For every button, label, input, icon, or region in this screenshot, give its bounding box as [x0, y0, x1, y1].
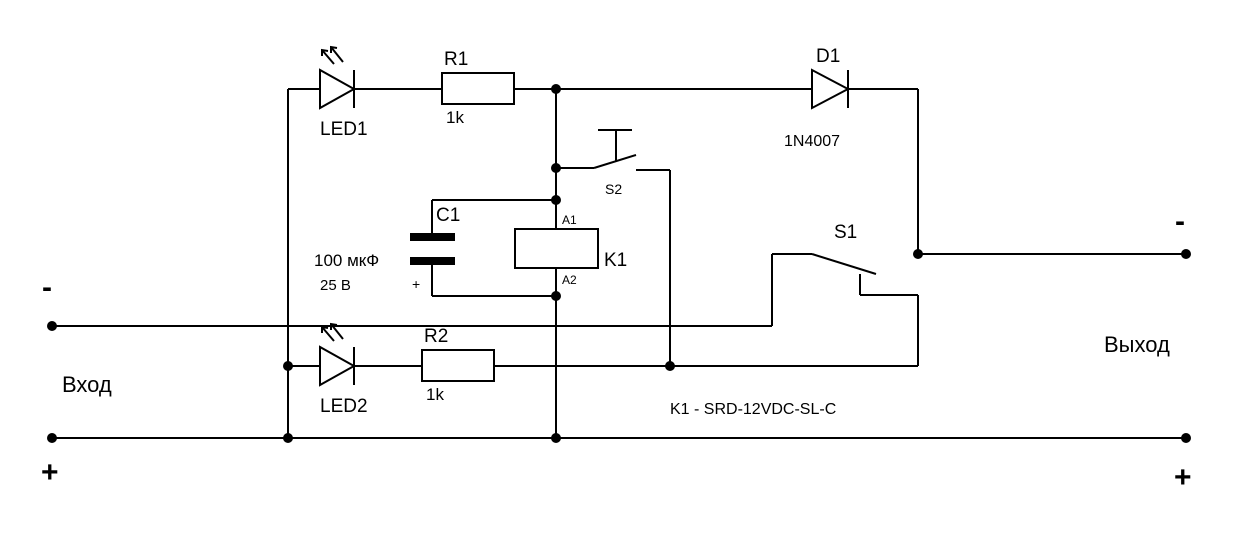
r2-symbol — [421, 349, 495, 382]
c1-symbol — [410, 233, 455, 265]
r1-value: 1k — [446, 108, 464, 127]
d1-symbol — [811, 68, 851, 110]
output-minus-sign: - — [1175, 205, 1185, 238]
r2-value: 1k — [426, 385, 444, 404]
r1-symbol — [441, 72, 515, 105]
led2-symbol — [319, 322, 357, 387]
c1-voltage: 25 В — [320, 277, 351, 294]
input-minus-terminal — [47, 321, 57, 331]
s2-label: S2 — [605, 181, 622, 197]
light-rays-icon — [321, 45, 344, 65]
k1-label: K1 — [604, 250, 627, 271]
k1-coil-symbol — [514, 228, 599, 269]
s2-symbol — [593, 129, 637, 169]
input-plus-sign: + — [41, 456, 59, 489]
relay-note: K1 - SRD-12VDC-SL-C — [670, 401, 836, 418]
c1-value: 100 мкФ — [314, 251, 379, 270]
light-rays-icon — [321, 322, 344, 342]
terminals — [47, 249, 1191, 443]
led1-symbol — [319, 45, 357, 110]
junction-dots — [283, 84, 923, 443]
output-label: Выход — [1104, 332, 1170, 357]
wires — [52, 88, 1186, 439]
led2-label: LED2 — [320, 396, 368, 417]
s1-symbol — [811, 253, 877, 275]
input-minus-sign: - — [42, 271, 52, 304]
output-minus-terminal — [1181, 249, 1191, 259]
r1-label: R1 — [444, 49, 468, 70]
r2-label: R2 — [424, 326, 448, 347]
c1-label: C1 — [436, 205, 460, 226]
d1-value: 1N4007 — [784, 133, 840, 150]
k1-pin-a2: A2 — [562, 273, 577, 287]
led1-label: LED1 — [320, 119, 368, 140]
input-label: Вход — [62, 372, 112, 397]
c1-plus-mark: + — [412, 276, 420, 292]
s1-label: S1 — [834, 222, 857, 243]
output-plus-terminal — [1181, 433, 1191, 443]
k1-pin-a1: A1 — [562, 213, 577, 227]
d1-label: D1 — [816, 46, 840, 67]
output-plus-sign: + — [1174, 461, 1192, 494]
input-plus-terminal — [47, 433, 57, 443]
